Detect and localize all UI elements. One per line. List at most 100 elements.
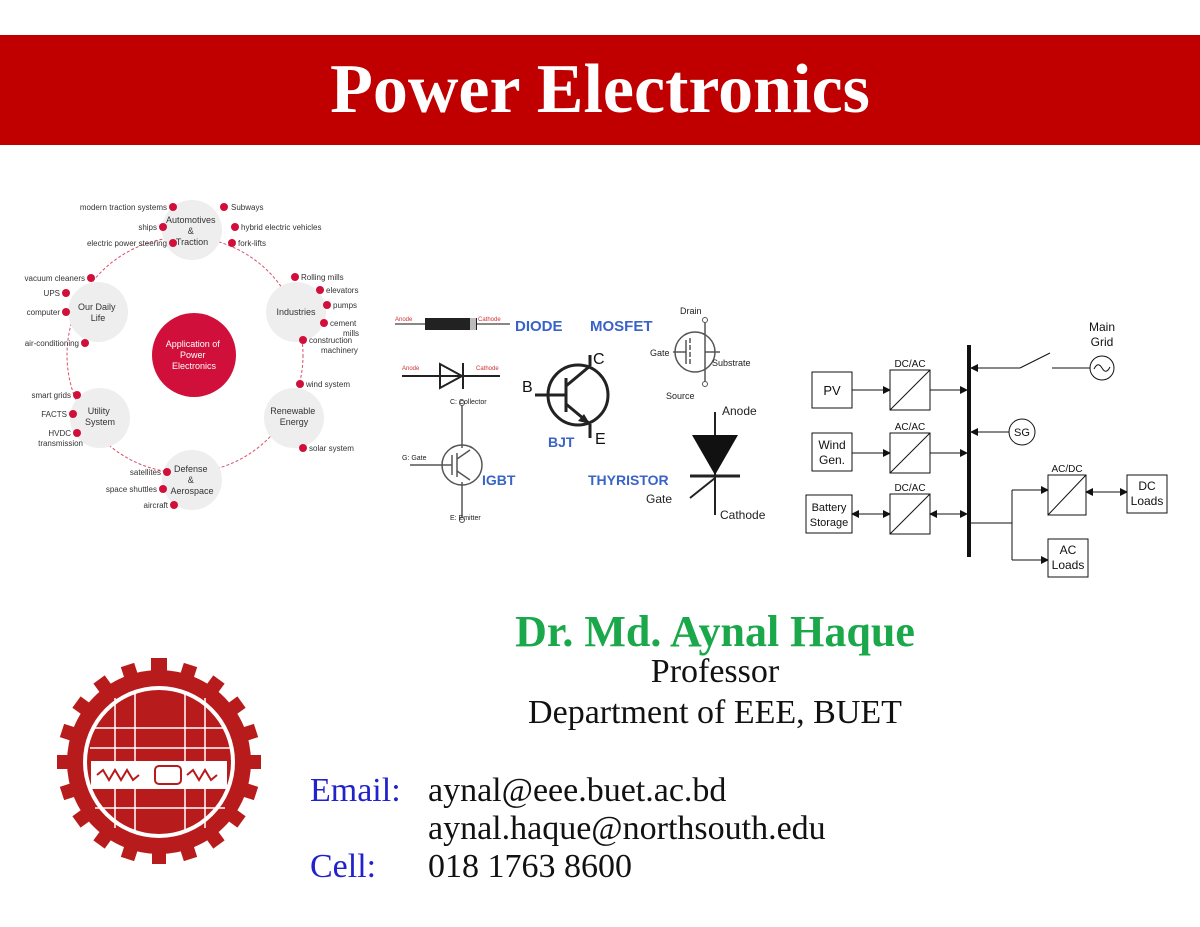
department: Department of EEE, BUET: [528, 694, 902, 731]
hub-label: Renewable: [270, 406, 315, 416]
gear-tooth: [93, 675, 116, 699]
email-label: Email:: [310, 772, 401, 809]
hub-label: Utility: [88, 406, 110, 416]
app-item: fork-lifts: [238, 239, 266, 248]
app-item: pumps: [333, 301, 357, 310]
gate-thyristor-label: Gate: [646, 492, 672, 506]
cathode-label: Cathode: [720, 508, 766, 522]
anode-small-label: Anode: [395, 317, 413, 323]
app-item: HVDC: [48, 429, 71, 438]
thyristor-label: THYRISTOR: [588, 472, 669, 488]
gear-tooth: [222, 696, 246, 719]
cell-number[interactable]: 018 1763 8600: [428, 848, 632, 885]
diode-label: DIODE: [515, 318, 563, 335]
app-item: transmission: [38, 439, 83, 448]
email-secondary-link[interactable]: aynal.haque@northsouth.edu: [428, 810, 826, 847]
app-item: space shuttles: [106, 485, 157, 494]
email-primary-link[interactable]: aynal@eee.buet.ac.bd: [428, 772, 727, 809]
cathode-small-label: Cathode: [476, 366, 499, 372]
buet-logo: [57, 658, 261, 864]
cathode-small-label: Cathode: [478, 317, 501, 323]
gate-igbt-label: G: Gate: [402, 455, 427, 462]
professor-name: Dr. Md. Aynal Haque: [515, 607, 915, 656]
hub-label: System: [85, 417, 115, 427]
dcac-2-label: DC/AC: [894, 483, 925, 494]
main-grid-label: Grid: [1091, 335, 1114, 349]
app-item: smart grids: [31, 391, 71, 400]
center-line: Power: [180, 350, 206, 360]
gear-tooth: [202, 675, 225, 699]
app-item: hybrid electric vehicles: [241, 223, 321, 232]
svg-text:Our Daily Life: Our Daily Life: [78, 302, 118, 323]
svg-text:Industries: Industries: [276, 307, 316, 317]
hub-label: Traction: [176, 237, 208, 247]
drain-label: Drain: [680, 306, 702, 316]
svg-text:Defense & Aerospace: Defense & Aerospace: [170, 464, 213, 496]
wind-label: Wind: [818, 438, 845, 452]
dcac-1-label: DC/AC: [894, 359, 925, 370]
svg-text:Utility System: Utility System: [85, 406, 115, 427]
gear-tooth: [93, 825, 116, 849]
gear-tooth: [120, 839, 140, 862]
battery-label: Battery: [812, 502, 847, 514]
hub-label: &: [188, 475, 194, 485]
acac-label: AC/AC: [895, 422, 926, 433]
mosfet-label: MOSFET: [590, 318, 653, 335]
gear-tooth: [202, 825, 225, 849]
app-item: mills: [343, 329, 359, 338]
bjt-label: BJT: [548, 434, 575, 450]
pv-label: PV: [823, 383, 841, 398]
svg-text:Application of Power E: Application of Power Electronics: [166, 339, 223, 371]
svg-text:Renewable Energy: Renewable Energy: [270, 406, 318, 427]
app-item: cement: [330, 319, 357, 328]
hub-label: Aerospace: [170, 486, 213, 496]
app-item: solar system: [309, 444, 354, 453]
acdc-label: AC/DC: [1051, 464, 1082, 475]
wind-box: [811, 432, 853, 472]
gear-tooth: [72, 805, 96, 828]
anode-label: Anode: [722, 404, 757, 418]
app-item: elevators: [326, 286, 358, 295]
email-secondary-row: aynal.haque@northsouth.edu: [428, 809, 826, 849]
app-item: Subways: [231, 203, 263, 212]
dc-loads-box: [1126, 474, 1168, 514]
igbt-label: IGBT: [482, 472, 516, 488]
wind-label: Gen.: [819, 453, 845, 467]
app-item: modern traction systems: [80, 203, 167, 212]
app-item: wind system: [305, 380, 350, 389]
diode-symbol: [439, 362, 465, 390]
app-item: air-conditioning: [25, 339, 79, 348]
battery-label: Storage: [810, 517, 849, 529]
microgrid-diagram: PV DC/AC Wind Gen. AC/AC Battery Storage…: [805, 320, 1168, 578]
title-banner: [0, 35, 1200, 145]
page-title: Power Electronics: [330, 51, 870, 128]
anode-small-label: Anode: [402, 366, 420, 372]
dc-loads-label: DC: [1138, 479, 1156, 493]
gate-mosfet-label: Gate: [650, 348, 670, 358]
source-label: Source: [666, 391, 695, 401]
app-item: vacuum cleaners: [25, 274, 85, 283]
ac-loads-label: Loads: [1052, 558, 1085, 572]
hub-label: Energy: [280, 417, 309, 427]
substrate-label: Substrate: [712, 358, 751, 368]
power-devices-diagram: Anode Cathode DIODE MOSFET Anode Cathode…: [395, 306, 766, 523]
main-grid-label: Main: [1089, 320, 1115, 334]
gear-tooth: [243, 755, 261, 769]
svg-text:Automotives & Traction: Automotives & Traction: [166, 215, 218, 247]
bjt-e: E: [595, 431, 606, 448]
pv-box: [811, 371, 853, 409]
center-line: Electronics: [172, 361, 217, 371]
app-item: Rolling mills: [301, 273, 344, 282]
hub-label: Industries: [276, 307, 316, 317]
sg-label: SG: [1014, 427, 1030, 439]
diode-package: [425, 318, 477, 330]
app-item: electric power steering: [87, 239, 167, 248]
center-node: [152, 313, 236, 397]
app-item: satellites: [130, 468, 161, 477]
gear-tooth: [236, 781, 259, 801]
bjt-b: B: [522, 379, 533, 396]
gear-tooth: [178, 839, 198, 862]
professor-role: Professor: [650, 653, 780, 690]
app-item: machinery: [321, 346, 358, 355]
emitter-label: E: Emitter: [450, 515, 481, 522]
